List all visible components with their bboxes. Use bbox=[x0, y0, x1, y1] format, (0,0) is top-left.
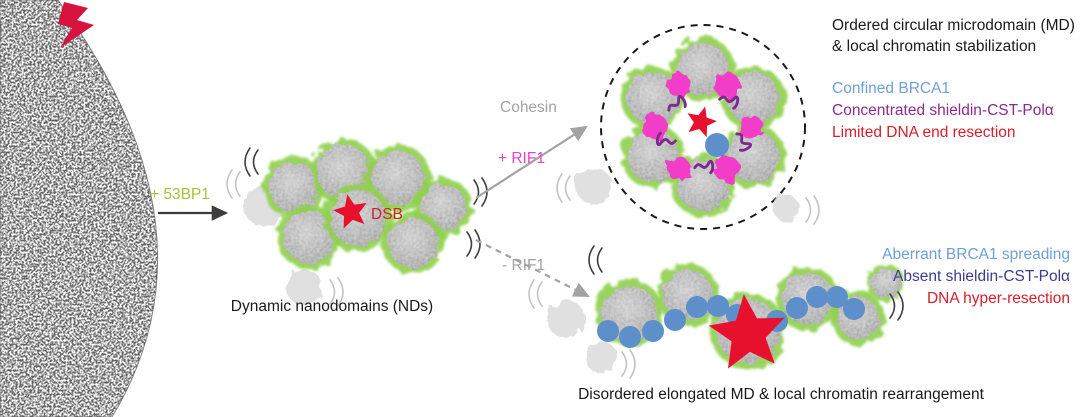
caption-nanodomains: Dynamic nanodomains (NDs) bbox=[231, 298, 433, 315]
nucleus-chromatin-texture bbox=[0, 0, 158, 417]
ghost-nanodomain bbox=[773, 195, 799, 221]
microdomain-dashed-boundary bbox=[600, 24, 806, 230]
rif1-blob bbox=[642, 114, 668, 140]
rif1-blob bbox=[667, 157, 691, 181]
rif1-blob bbox=[739, 115, 763, 139]
label-cohesin: Cohesin bbox=[500, 99, 557, 116]
label-aberrant-brca1: Aberrant BRCA1 spreading bbox=[882, 246, 1070, 263]
dsb-star-icon bbox=[682, 102, 720, 139]
motion-arcs-icon bbox=[528, 279, 543, 309]
brca1-molecule bbox=[843, 298, 865, 320]
brca1-molecule bbox=[642, 320, 664, 342]
label-dsb: DSB bbox=[371, 206, 403, 223]
ghost-nanodomain bbox=[547, 300, 585, 338]
motion-arcs-icon bbox=[805, 195, 820, 225]
nanodomain bbox=[382, 212, 444, 274]
caption-disordered: Disordered elongated MD & local chromati… bbox=[578, 386, 984, 403]
ghost-nanodomain bbox=[585, 341, 617, 373]
rif1-blob bbox=[714, 156, 740, 182]
brca1-molecule bbox=[597, 320, 619, 342]
ordered-microdomain bbox=[556, 24, 820, 230]
label-plus-rif1: + RIF1 bbox=[498, 150, 545, 167]
brca1-molecule bbox=[826, 286, 848, 308]
label-absent-shieldin: Absent shieldin-CST-Polα bbox=[893, 268, 1070, 285]
brca1-molecule bbox=[786, 297, 808, 319]
nanodomain bbox=[263, 156, 325, 218]
nucleus bbox=[0, 0, 159, 417]
brca1-molecule bbox=[707, 295, 729, 317]
label-plus-53bp1: + 53BP1 bbox=[150, 186, 210, 203]
ordered-annotations: Ordered circular microdomain (MD) & loca… bbox=[832, 17, 1075, 141]
brca1-molecule bbox=[705, 133, 729, 157]
ghost-nanodomain bbox=[576, 168, 612, 204]
nanodomain bbox=[277, 205, 341, 269]
brca1-molecule bbox=[664, 309, 686, 331]
dynamic-nanodomains-cluster: DSB Dynamic nanodomains (NDs) bbox=[226, 139, 488, 315]
motion-arcs-icon bbox=[244, 147, 259, 177]
brca1-molecule bbox=[686, 296, 708, 318]
branch-arrows: Cohesin + RIF1 - RIF1 bbox=[475, 99, 590, 297]
arrow-plus-rif1 bbox=[475, 125, 588, 199]
motion-arcs-icon bbox=[621, 349, 636, 379]
brca1-molecule bbox=[806, 286, 828, 308]
label-hyper-resection: DNA hyper-resection bbox=[927, 290, 1070, 307]
motion-arcs-icon bbox=[226, 169, 241, 199]
rif1-blob bbox=[714, 72, 740, 98]
motion-arcs-icon bbox=[556, 173, 571, 203]
motion-arcs-icon bbox=[466, 229, 481, 259]
rif1-blob bbox=[667, 73, 691, 97]
arrow-53bp1-recruitment: + 53BP1 bbox=[150, 186, 229, 221]
disordered-microdomain bbox=[528, 245, 905, 379]
ordered-title-line1: Ordered circular microdomain (MD) bbox=[832, 17, 1075, 34]
label-concentrated-shieldin: Concentrated shieldin-CST-Polα bbox=[832, 102, 1054, 119]
ghost-nanodomain bbox=[286, 269, 322, 305]
disordered-annotations: Aberrant BRCA1 spreading Absent shieldin… bbox=[578, 246, 1070, 403]
label-confined-brca1: Confined BRCA1 bbox=[832, 80, 950, 97]
label-minus-rif1: - RIF1 bbox=[502, 257, 545, 274]
brca1-molecule bbox=[619, 326, 641, 348]
lightning-bolt-icon bbox=[58, 2, 94, 48]
ordered-title-line2: & local chromatin stabilization bbox=[832, 38, 1036, 55]
nanodomain bbox=[867, 264, 905, 302]
motion-arcs-icon bbox=[588, 245, 603, 275]
label-limited-resection: Limited DNA end resection bbox=[832, 124, 1016, 141]
arrow-minus-rif1 bbox=[475, 239, 590, 297]
